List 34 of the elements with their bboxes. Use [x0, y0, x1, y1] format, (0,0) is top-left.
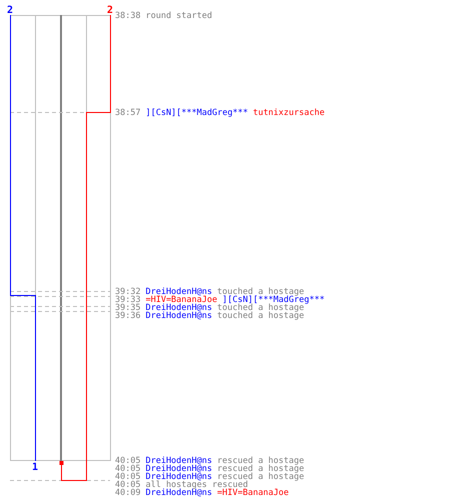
- player-name: =HIV=BananaJoe: [146, 296, 218, 304]
- player-name: DreiHodenH@ns: [146, 473, 212, 481]
- timestamp: 38:38: [115, 12, 141, 20]
- event-text: all hostages rescued: [146, 481, 248, 489]
- timestamp: 40:05: [115, 473, 141, 481]
- event-text: rescued a hostage: [217, 465, 304, 473]
- player-name: tutnixzursache: [252, 109, 325, 117]
- event-text: touched a hostage: [217, 288, 304, 296]
- player-name: ][CsN][***MadGreg***: [146, 109, 248, 117]
- event-text: touched a hostage: [217, 304, 304, 312]
- player-name: DreiHodenH@ns: [146, 312, 212, 320]
- player-name: DreiHodenH@ns: [146, 457, 212, 465]
- player-name: ][CsN][***MadGreg***: [222, 296, 325, 304]
- timestamp: 38:57: [115, 109, 141, 117]
- timestamp: 40:05: [115, 481, 141, 489]
- player-name: DreiHodenH@ns: [146, 304, 212, 312]
- timestamp: 40:09: [115, 489, 141, 497]
- event-text: rescued a hostage: [217, 473, 304, 481]
- count-label: 2: [7, 6, 14, 16]
- timestamp: 39:36: [115, 312, 141, 320]
- timestamp: 39:32: [115, 288, 141, 296]
- player-name: =HIV=BananaJoe: [217, 489, 289, 497]
- player-name: DreiHodenH@ns: [146, 288, 212, 296]
- event-text: touched a hostage: [217, 312, 304, 320]
- count-label: 2: [107, 6, 114, 16]
- timestamp: 39:35: [115, 304, 141, 312]
- player-name: DreiHodenH@ns: [146, 489, 212, 497]
- count-label: 1: [32, 463, 38, 473]
- event-text: rescued a hostage: [217, 457, 304, 465]
- timestamp: 40:05: [115, 465, 141, 473]
- timestamp: 40:05: [115, 457, 141, 465]
- event-text: round started: [146, 12, 212, 20]
- player-name: DreiHodenH@ns: [146, 465, 212, 473]
- timestamp: 39:33: [115, 296, 141, 304]
